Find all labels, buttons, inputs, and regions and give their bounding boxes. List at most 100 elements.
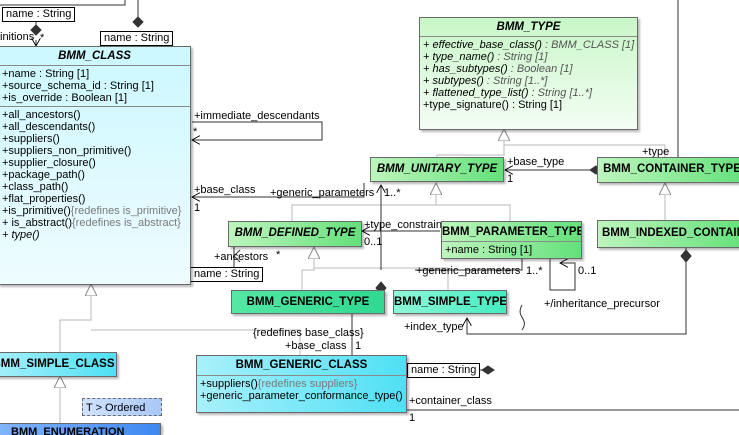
operation-row-text: + effective_base_class() (423, 39, 542, 51)
gen-simple-to-defined (314, 267, 449, 290)
operation-row-text: + subtypes() (423, 75, 484, 87)
operation-row: +type_signature() : String [1] (423, 99, 634, 111)
attribute-row: +is_override : Boolean [1] (2, 92, 187, 104)
class-bmm-enumeration[interactable]: BMM_ENUMERATION (0, 423, 161, 435)
gen-simpleclass-to-class (59, 285, 91, 352)
class-bmm-type[interactable]: BMM_TYPE + effective_base_class() : BMM_… (419, 17, 638, 130)
operation-row-type: : BMM_CLASS [1] (541, 39, 635, 51)
class-name: BMM_GENERIC_TYPE (246, 296, 370, 308)
operation-row: +suppliers_non_primitive() (2, 145, 187, 157)
operation-row-constraint: {redefines is_primitive} (70, 205, 182, 217)
operations-section: +suppliers(){redefines suppliers}+generi… (197, 375, 406, 404)
label-generic-params-top: +generic_parameters (270, 187, 375, 199)
operation-row: + type_name() : String [1] (423, 51, 634, 63)
class-bmm-generic-type[interactable]: BMM_GENERIC_TYPE (231, 290, 385, 314)
class-bmm-unitary-type[interactable]: BMM_UNITARY_TYPE (370, 157, 504, 182)
label-type: +type (642, 146, 669, 158)
operation-row: +all_descendants() (2, 121, 187, 133)
operation-row-text: +type_signature() : String [1] (423, 99, 563, 111)
assoc-base-class (192, 183, 365, 197)
operation-row-text: +generic_parameter_conformance_type() (200, 390, 403, 402)
label-base-class-2: +base_class (285, 340, 347, 352)
class-bmm-simple-type[interactable]: BMM_SIMPLE_TYPE (393, 290, 507, 314)
label-generic-params-top-mult: 1..* (384, 187, 401, 199)
class-name: BMM_SIMPLE_CLASS (0, 358, 115, 370)
attribute-row-text: +name : String [1] (2, 68, 90, 80)
class-name: BMM_PARAMETER_TYPE (442, 226, 582, 238)
template-parameter-text: T > Ordered (86, 402, 146, 414)
label-immediate-descendants: +immediate_descendants (194, 110, 320, 122)
operation-row-type: : Boolean [1] (507, 63, 573, 75)
label-generic-params-mid: +generic_parameters (416, 265, 521, 277)
gen-parameter-to-unitary (436, 204, 511, 222)
attribute-row-text: +is_override : Boolean [1] (2, 92, 128, 104)
label-base-class-2-mult: 1 (355, 340, 361, 352)
operation-row-text: + is_abstract() (2, 217, 72, 229)
gen-generic-to-defined (301, 248, 314, 290)
label-definitions-mult: * (40, 32, 45, 44)
attributes-section: +name : String [1]+source_schema_id : St… (0, 65, 190, 106)
label-type-constraint-mult: 0..1 (364, 236, 382, 248)
class-bmm-simple-class[interactable]: BMM_SIMPLE_CLASS (0, 352, 117, 377)
operation-row-text: + type() (2, 229, 40, 241)
operations-section: +all_ancestors()+all_descendants()+suppl… (0, 106, 190, 243)
attribute-row: +source_schema_id : String [1] (2, 80, 187, 92)
operation-row: +all_ancestors() (2, 109, 187, 121)
class-bmm-parameter-type[interactable]: BMM_PARAMETER_TYPE +name : String [1] (441, 221, 582, 259)
operation-row: +suppliers() (2, 133, 187, 145)
attributes-section: +name : String [1] (442, 241, 581, 258)
gen-container-to-type (504, 144, 666, 160)
operation-row: +flat_properties() (2, 193, 187, 205)
label-definitions: initions (0, 31, 35, 43)
attribute-row-text: +name : String [1] (445, 244, 533, 256)
class-bmm-class[interactable]: BMM_CLASS +name : String [1]+source_sche… (0, 46, 191, 285)
label-inheritance-precursor: +/inheritance_precursor (544, 298, 660, 310)
operation-row: + subtypes() : String [1..*] (423, 75, 634, 87)
label-base-class: +base_class (194, 184, 256, 196)
class-bmm-indexed-container[interactable]: BMM_INDEXED_CONTAINER (597, 220, 739, 248)
label-ancestors-mult: * (276, 249, 281, 261)
class-name: BMM_ENUMERATION (11, 426, 125, 435)
label-ancestors: +ancestors (214, 251, 269, 263)
label-base-class-mult: 1 (194, 202, 200, 214)
operation-row-type: : String [1] (494, 51, 548, 63)
label-container-class-mult: 1 (409, 412, 415, 424)
qualifier-generic-class: name : String (407, 363, 481, 378)
qualifier-ancestors: name : String (190, 267, 264, 282)
class-bmm-container-type[interactable]: BMM_CONTAINER_TYPE (597, 157, 739, 183)
label-container-class: +container_class (409, 395, 492, 407)
gen-defined-to-unitary (291, 184, 436, 222)
class-name: BMM_GENERIC_CLASS (235, 359, 368, 371)
attribute-row: +name : String [1] (2, 68, 187, 80)
class-bmm-generic-class[interactable]: BMM_GENERIC_CLASS +suppliers(){redefines… (196, 355, 407, 413)
operation-row-text: +package_path() (2, 169, 85, 181)
class-name: BMM_DEFINED_TYPE (234, 227, 356, 239)
operation-row-text: +all_ancestors() (2, 109, 81, 121)
operation-row: + is_abstract(){redefines is_abstract} (2, 217, 187, 229)
label-immediate-descendants-mult: * (193, 126, 198, 138)
operation-row-text: +all_descendants() (2, 121, 96, 133)
qualifier-top-left: name : String (2, 7, 76, 22)
operation-row-text: + has_subtypes() (423, 63, 508, 75)
operation-row-constraint: {redefines suppliers} (257, 378, 358, 390)
operation-row-text: +suppliers_non_primitive() (2, 145, 132, 157)
operation-row: +is_primitive(){redefines is_primitive} (2, 205, 187, 217)
label-redefines-base-class: {redefines base_class} (253, 327, 364, 339)
label-base-type-mult: 1 (507, 173, 513, 185)
class-name: BMM_SIMPLE_TYPE (394, 296, 507, 308)
class-name: BMM_TYPE (496, 21, 561, 33)
qualifier-top-mid: name : String (100, 31, 174, 46)
operation-row-text: +is_primitive() (2, 205, 71, 217)
attribute-row-text: +source_schema_id : String [1] (2, 80, 154, 92)
assoc-inheritance-precursor (549, 247, 576, 291)
operation-row: +supplier_closure() (2, 157, 187, 169)
operation-row-type: : String [1..*] (528, 87, 593, 99)
operation-row: + flattened_type_list() : String [1..*] (423, 87, 634, 99)
operation-row-text: + flattened_type_list() (423, 87, 529, 99)
class-bmm-defined-type[interactable]: BMM_DEFINED_TYPE (228, 221, 362, 247)
operation-row-text: +suppliers() (2, 133, 60, 145)
template-parameter: T > Ordered (82, 398, 162, 416)
operation-row: +generic_parameter_conformance_type() (200, 390, 403, 402)
operation-row: +suppliers(){redefines suppliers} (200, 378, 403, 390)
